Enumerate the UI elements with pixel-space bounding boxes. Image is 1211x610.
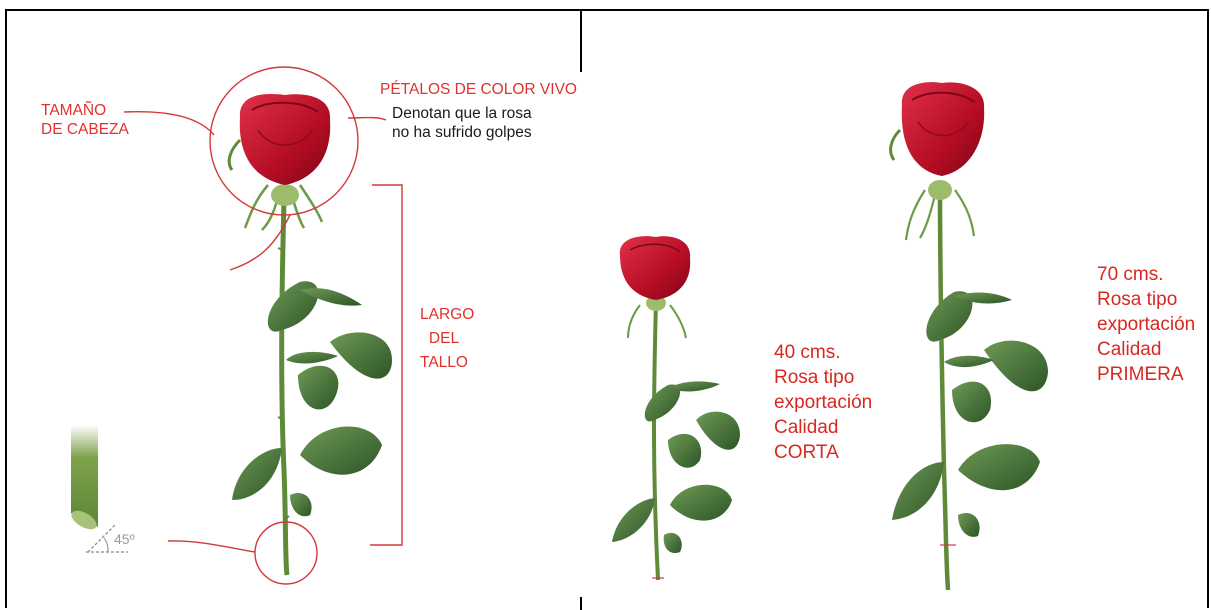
long-rose-type: Rosa tipo	[1097, 289, 1178, 310]
panel-divider-bottom	[580, 597, 582, 610]
annotated-rose	[227, 94, 392, 576]
long-rose-length: 70 cms.	[1097, 264, 1164, 285]
head-size-label: TAMAÑO DE CABEZA	[41, 101, 129, 139]
head-size-leader	[123, 110, 215, 136]
cut-leader	[167, 540, 256, 553]
annotation-lines	[123, 66, 403, 585]
leaf	[300, 426, 382, 475]
image-frame	[5, 9, 1209, 608]
calyx	[271, 184, 299, 206]
head-size-line-1: TAMAÑO	[41, 102, 107, 119]
petals-desc-line-1: Denotan que la rosa	[392, 105, 532, 122]
stem	[279, 199, 290, 576]
short-rose-type: Rosa tipo	[774, 367, 855, 388]
sepals	[243, 184, 324, 231]
head-size-circle	[209, 66, 359, 216]
cut-circle	[254, 521, 318, 585]
head-size-line-2: DE CABEZA	[41, 121, 129, 138]
cut-angle-label: 45º	[114, 531, 135, 547]
leaf	[232, 448, 282, 500]
short-rose	[612, 236, 740, 581]
leaf	[286, 351, 338, 364]
short-rose-type-2: exportación	[774, 392, 873, 413]
long-rose-quality: PRIMERA	[1097, 364, 1184, 385]
long-rose-type-2: exportación	[1097, 314, 1196, 335]
leaf	[330, 332, 392, 379]
short-rose-caption: 40 cms. Rosa tipo exportación Calidad CO…	[774, 340, 872, 465]
long-rose-caption: 70 cms. Rosa tipo exportación Calidad PR…	[1097, 262, 1195, 387]
cut-stem-detail	[71, 425, 128, 555]
stem-length-line-3: TALLO	[420, 354, 468, 371]
short-rose-quality-label: Calidad	[774, 417, 839, 438]
petals-description: Denotan que la rosa no ha sufrido golpes	[392, 104, 532, 142]
rose-head	[239, 94, 331, 185]
stem-length-bracket	[370, 184, 403, 546]
leaf	[300, 288, 362, 306]
leaf	[290, 492, 312, 517]
petals-title: PÉTALOS DE COLOR VIVO	[380, 81, 577, 98]
leaf	[298, 365, 339, 410]
stem-length-line-2: DEL	[428, 330, 460, 347]
petals-desc-line-2: no ha sufrido golpes	[392, 124, 532, 141]
panel-divider-top	[580, 9, 582, 72]
short-rose-length: 40 cms.	[774, 342, 841, 363]
petals-leader	[347, 116, 387, 121]
short-rose-quality: CORTA	[774, 442, 839, 463]
leaf	[267, 281, 319, 332]
stem-length-line-1: LARGO	[420, 306, 475, 323]
head-size-arc	[229, 214, 291, 271]
long-rose	[889, 82, 1048, 591]
stem-length-label: LARGO DEL TALLO	[420, 303, 475, 375]
long-rose-quality-label: Calidad	[1097, 339, 1162, 360]
